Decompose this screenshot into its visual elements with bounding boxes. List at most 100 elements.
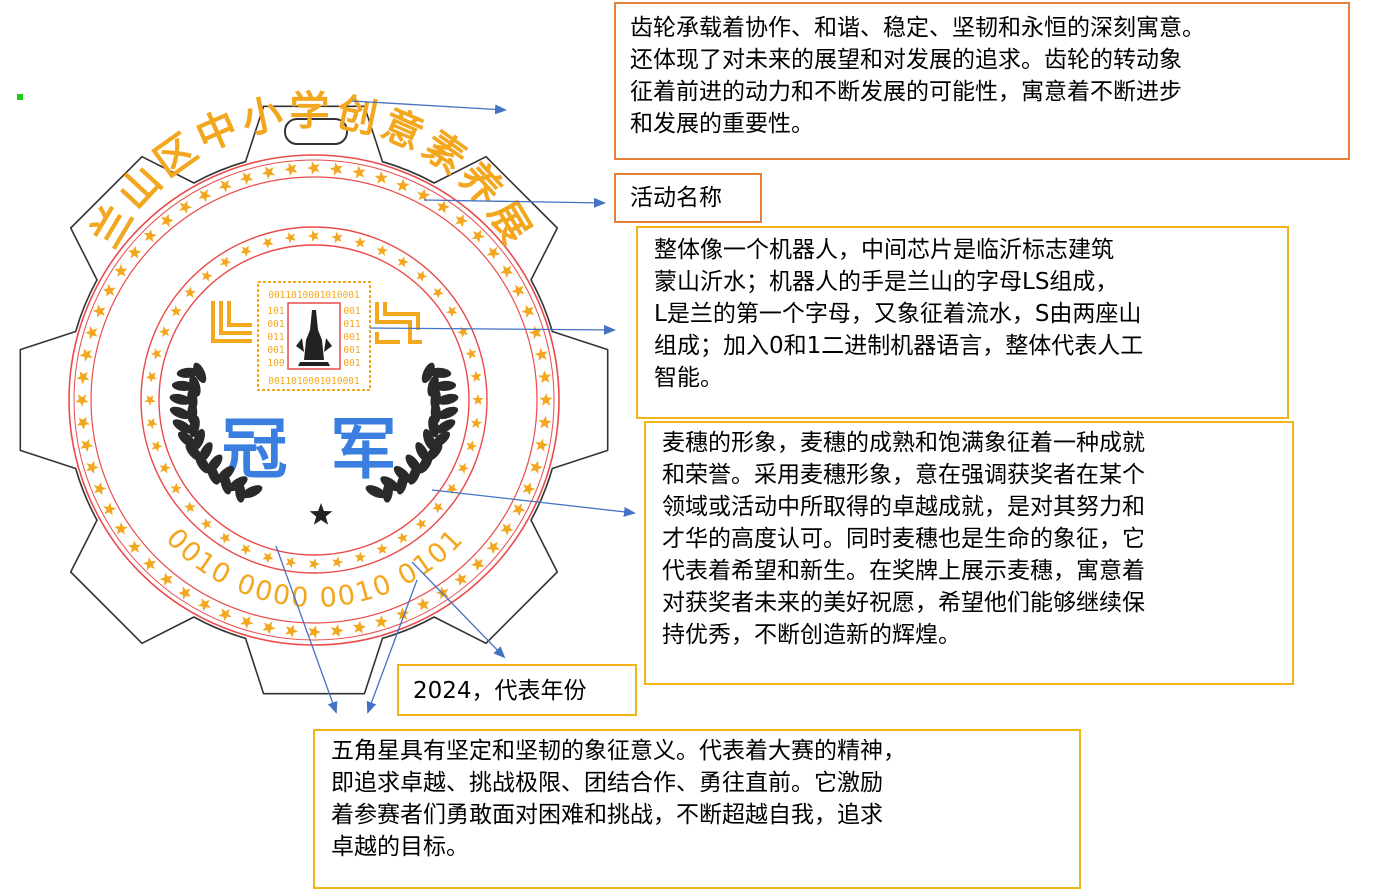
ring-star-icon bbox=[197, 598, 211, 612]
robot-meaning-note: 整体像一个机器人，中间芯片是临沂标志建筑 蒙山沂水；机器人的手是兰山的字母LS组… bbox=[636, 226, 1289, 419]
ring-star-icon bbox=[146, 418, 158, 430]
inner-red-ring bbox=[140, 226, 488, 574]
arrow-year-1 bbox=[411, 561, 506, 659]
ring-star-icon bbox=[521, 304, 535, 318]
ring-star-icon bbox=[471, 229, 485, 243]
ring-star-icon bbox=[75, 394, 89, 407]
ring-star-icon bbox=[114, 521, 128, 535]
arrow-star-2 bbox=[366, 579, 418, 714]
wheat-grain bbox=[177, 431, 196, 448]
chip-bit-label: 001 bbox=[343, 345, 360, 356]
ring-star-icon bbox=[218, 608, 232, 622]
ring-star-icon bbox=[240, 544, 252, 556]
ring-star-icon bbox=[79, 348, 93, 362]
ring-star-icon bbox=[284, 232, 296, 244]
chip-bit-label: 001 bbox=[343, 332, 360, 343]
chip-bit-label: 001 bbox=[267, 345, 284, 356]
year-meaning-text: 2024，代表年份 bbox=[413, 678, 587, 704]
ring-star-icon bbox=[535, 438, 549, 452]
chip-bit-label: 001 bbox=[267, 319, 284, 330]
ring-star-icon bbox=[285, 624, 299, 638]
activity-name-text: 活动名称 bbox=[630, 185, 722, 211]
ring-star-icon bbox=[144, 395, 156, 406]
wheat-meaning-text: 麦穗的形象，麦穗的成熟和饱满象征着一种成就 和荣誉。采用麦穗形象，意在强调获奖者… bbox=[662, 430, 1145, 648]
award-champion: 冠 军 bbox=[222, 410, 407, 488]
gear-meaning-text: 齿轮承载着协作、和谐、稳定、坚韧和永恒的深刻寓意。 还体现了对未来的展望和对发展… bbox=[630, 15, 1205, 137]
gear-meaning-note: 齿轮承载着协作、和谐、稳定、坚韧和永恒的深刻寓意。 还体现了对未来的展望和对发展… bbox=[614, 2, 1350, 160]
ring-star-icon bbox=[330, 624, 344, 638]
ring-star-icon bbox=[201, 270, 213, 282]
ring-star-icon bbox=[458, 462, 470, 474]
ring-star-icon bbox=[329, 162, 343, 176]
ring-star-icon bbox=[198, 189, 212, 203]
year-meaning-note: 2024，代表年份 bbox=[397, 664, 637, 716]
ring-star-icon bbox=[486, 246, 501, 260]
wheat-grain bbox=[365, 485, 387, 499]
chip-bottom-bits: 0011010001010001 bbox=[268, 376, 360, 387]
wheat-grain bbox=[418, 453, 433, 474]
ring-star-icon bbox=[307, 161, 320, 175]
chip-bit-label: 101 bbox=[267, 306, 284, 317]
chip-bit-label: 011 bbox=[343, 319, 360, 330]
arrow-star-1 bbox=[275, 545, 338, 714]
ring-star-icon bbox=[159, 572, 173, 586]
ring-star-icon bbox=[308, 625, 321, 639]
ring-star-icon bbox=[219, 532, 231, 544]
inner-star-ring bbox=[144, 230, 484, 570]
ring-star-icon bbox=[500, 523, 514, 536]
ring-star-icon bbox=[352, 165, 366, 179]
arrow-name bbox=[423, 197, 606, 208]
wheat-grain bbox=[437, 406, 459, 420]
ring-star-icon bbox=[128, 245, 142, 259]
ring-star-icon bbox=[417, 188, 431, 202]
outer-red-ring bbox=[68, 154, 560, 646]
ring-star-icon bbox=[150, 348, 162, 360]
ring-star-icon bbox=[500, 265, 514, 279]
gear-outline bbox=[19, 105, 609, 695]
ring-star-icon bbox=[416, 270, 428, 282]
ring-star-icon bbox=[396, 532, 408, 544]
ring-star-icon bbox=[151, 440, 163, 452]
hanging-slot bbox=[284, 118, 348, 145]
wheat-grain bbox=[436, 393, 459, 405]
ring-star-icon bbox=[331, 231, 343, 244]
chip-bit-label: 001 bbox=[343, 358, 360, 369]
ring-star-icon bbox=[170, 482, 182, 494]
wheat-grain bbox=[434, 380, 457, 391]
wheat-grain bbox=[432, 431, 451, 448]
ring-star-icon bbox=[376, 543, 388, 555]
ring-star-icon bbox=[522, 482, 536, 496]
ring-star-icon bbox=[437, 200, 450, 214]
ring-star-icon bbox=[512, 503, 526, 517]
ring-star-icon bbox=[143, 557, 157, 571]
ring-star-icon bbox=[92, 304, 106, 318]
chip-bit-label: 100 bbox=[267, 358, 284, 369]
ring-star-icon bbox=[415, 518, 427, 530]
callout-arrows bbox=[275, 100, 636, 714]
wheat-grain bbox=[171, 380, 194, 391]
wheat-grain bbox=[396, 472, 408, 495]
ring-star-icon bbox=[539, 393, 553, 406]
ring-star-icon bbox=[446, 483, 458, 495]
ring-star-icon bbox=[114, 264, 128, 277]
ring-star-icon bbox=[470, 370, 482, 382]
wheat-grain bbox=[169, 406, 191, 420]
star-meaning-text: 五角星具有坚定和坚韧的象征意义。代表着大赛的精神， 即追求卓越、挑战极限、团结合… bbox=[331, 738, 906, 860]
robot-meaning-text: 整体像一个机器人，中间芯片是临沂标志建筑 蒙山沂水；机器人的手是兰山的字母LS组… bbox=[654, 237, 1144, 391]
ring-star-icon bbox=[432, 502, 444, 514]
ring-star-icon bbox=[284, 162, 298, 176]
ring-star-icon bbox=[396, 178, 410, 192]
wheat-grain bbox=[189, 415, 200, 438]
ring-star-icon bbox=[416, 597, 430, 611]
ring-star-icon bbox=[454, 572, 468, 587]
ring-star-icon bbox=[240, 172, 254, 185]
green-marker bbox=[17, 94, 23, 100]
ring-star-icon bbox=[376, 244, 388, 256]
ring-star-icon bbox=[308, 230, 319, 242]
wheat-grain bbox=[421, 362, 435, 384]
ring-star-icon bbox=[200, 518, 212, 530]
wheat-grain bbox=[382, 480, 393, 503]
wheat-grain bbox=[193, 362, 207, 384]
